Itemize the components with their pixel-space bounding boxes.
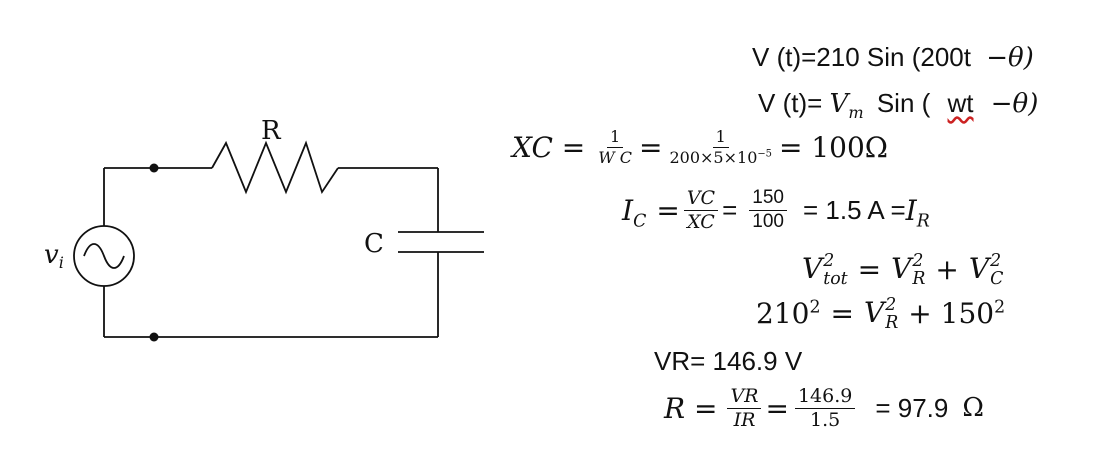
vm-symbol: Vm — [829, 89, 864, 123]
vtot-equals: = — [857, 253, 882, 287]
vt-general-theta: −θ) — [990, 89, 1039, 119]
r-fraction-1-denominator: IR — [733, 408, 756, 431]
resistor-label: R — [261, 116, 282, 146]
resistor-symbol — [211, 140, 339, 195]
xc-fraction-1-numerator: 1 — [607, 128, 624, 148]
vt-numeric-text: V (t)=210 Sin (200t — [752, 42, 971, 72]
equation-vt-numeric: V (t)=210 Sin (200t −θ) — [752, 42, 1034, 73]
ic-fraction-1: VC XC — [683, 188, 719, 233]
ic-fraction-1-denominator: XC — [687, 210, 715, 233]
ic-fraction-2-denominator: 100 — [752, 210, 784, 232]
ic-equals: = — [656, 193, 680, 227]
circuit-diagram: R C vi — [44, 116, 484, 342]
equation-vr-result: VR= 146.9 V — [654, 346, 802, 377]
vt-numeric-theta: −θ) — [986, 43, 1034, 73]
r-result: = 97.9 — [875, 392, 949, 423]
sine-wave-icon — [83, 243, 125, 269]
num-equals: = — [830, 297, 854, 331]
ac-source-symbol — [73, 225, 135, 287]
vt-general-wt: wt — [947, 88, 974, 118]
ic-fraction-1-numerator: VC — [683, 188, 719, 211]
equation-xc: XC = 1 W C = 1 200×5×10−5 = 100Ω — [512, 128, 888, 166]
equation-r: R = VR IR = 146.9 1.5 = 97.9 Ω — [664, 386, 984, 431]
source-label: vi — [44, 240, 64, 272]
xc-fraction-1-denominator: W C — [598, 147, 633, 167]
r-equals: = — [765, 391, 789, 425]
r-fraction-2-numerator: 146.9 — [794, 386, 856, 409]
ir-symbol: IR — [905, 193, 930, 232]
vt-general-lhs: V (t)= — [758, 88, 823, 118]
num-term-150: + 1502 — [908, 297, 1006, 331]
vr-result-text: VR= 146.9 V — [654, 346, 803, 376]
ic-equals-2: = — [722, 194, 738, 225]
equation-vt-general: V (t)= Vm Sin ( wt −θ) — [758, 88, 1039, 123]
ic-fraction-2-numerator: 150 — [749, 187, 787, 211]
ic-lhs: IC — [622, 193, 647, 232]
xc-equals: = — [639, 130, 663, 164]
xc-result: = 100Ω — [778, 130, 889, 164]
vt-general-sin: Sin ( — [876, 88, 931, 118]
terminal-dot-top — [149, 163, 159, 173]
r-ohm-symbol: Ω — [962, 393, 984, 424]
num-lhs: 2102 — [756, 297, 821, 331]
r-fraction-1-numerator: VR — [727, 386, 762, 409]
ic-fraction-2: 150 100 — [749, 187, 787, 233]
equation-ic: IC = VC XC = 150 100 = 1.5 A = IR — [622, 187, 930, 233]
r-fraction-1: VR IR — [727, 386, 762, 431]
terminal-dot-bottom — [149, 332, 159, 342]
r-fraction-2-denominator: 1.5 — [810, 408, 841, 431]
xc-lhs: XC = — [512, 130, 586, 164]
ic-result: = 1.5 A = — [802, 194, 906, 225]
vtot-plus: + — [935, 253, 959, 287]
capacitor-label: C — [364, 229, 384, 259]
xc-fraction-2: 1 200×5×10−5 — [666, 128, 775, 166]
xc-fraction-2-numerator: 1 — [712, 128, 729, 148]
xc-fraction-2-denominator: 200×5×10−5 — [669, 147, 772, 167]
r-lhs: R = — [664, 391, 718, 425]
r-fraction-2: 146.9 1.5 — [794, 386, 856, 431]
xc-fraction-1: 1 W C — [595, 128, 635, 166]
